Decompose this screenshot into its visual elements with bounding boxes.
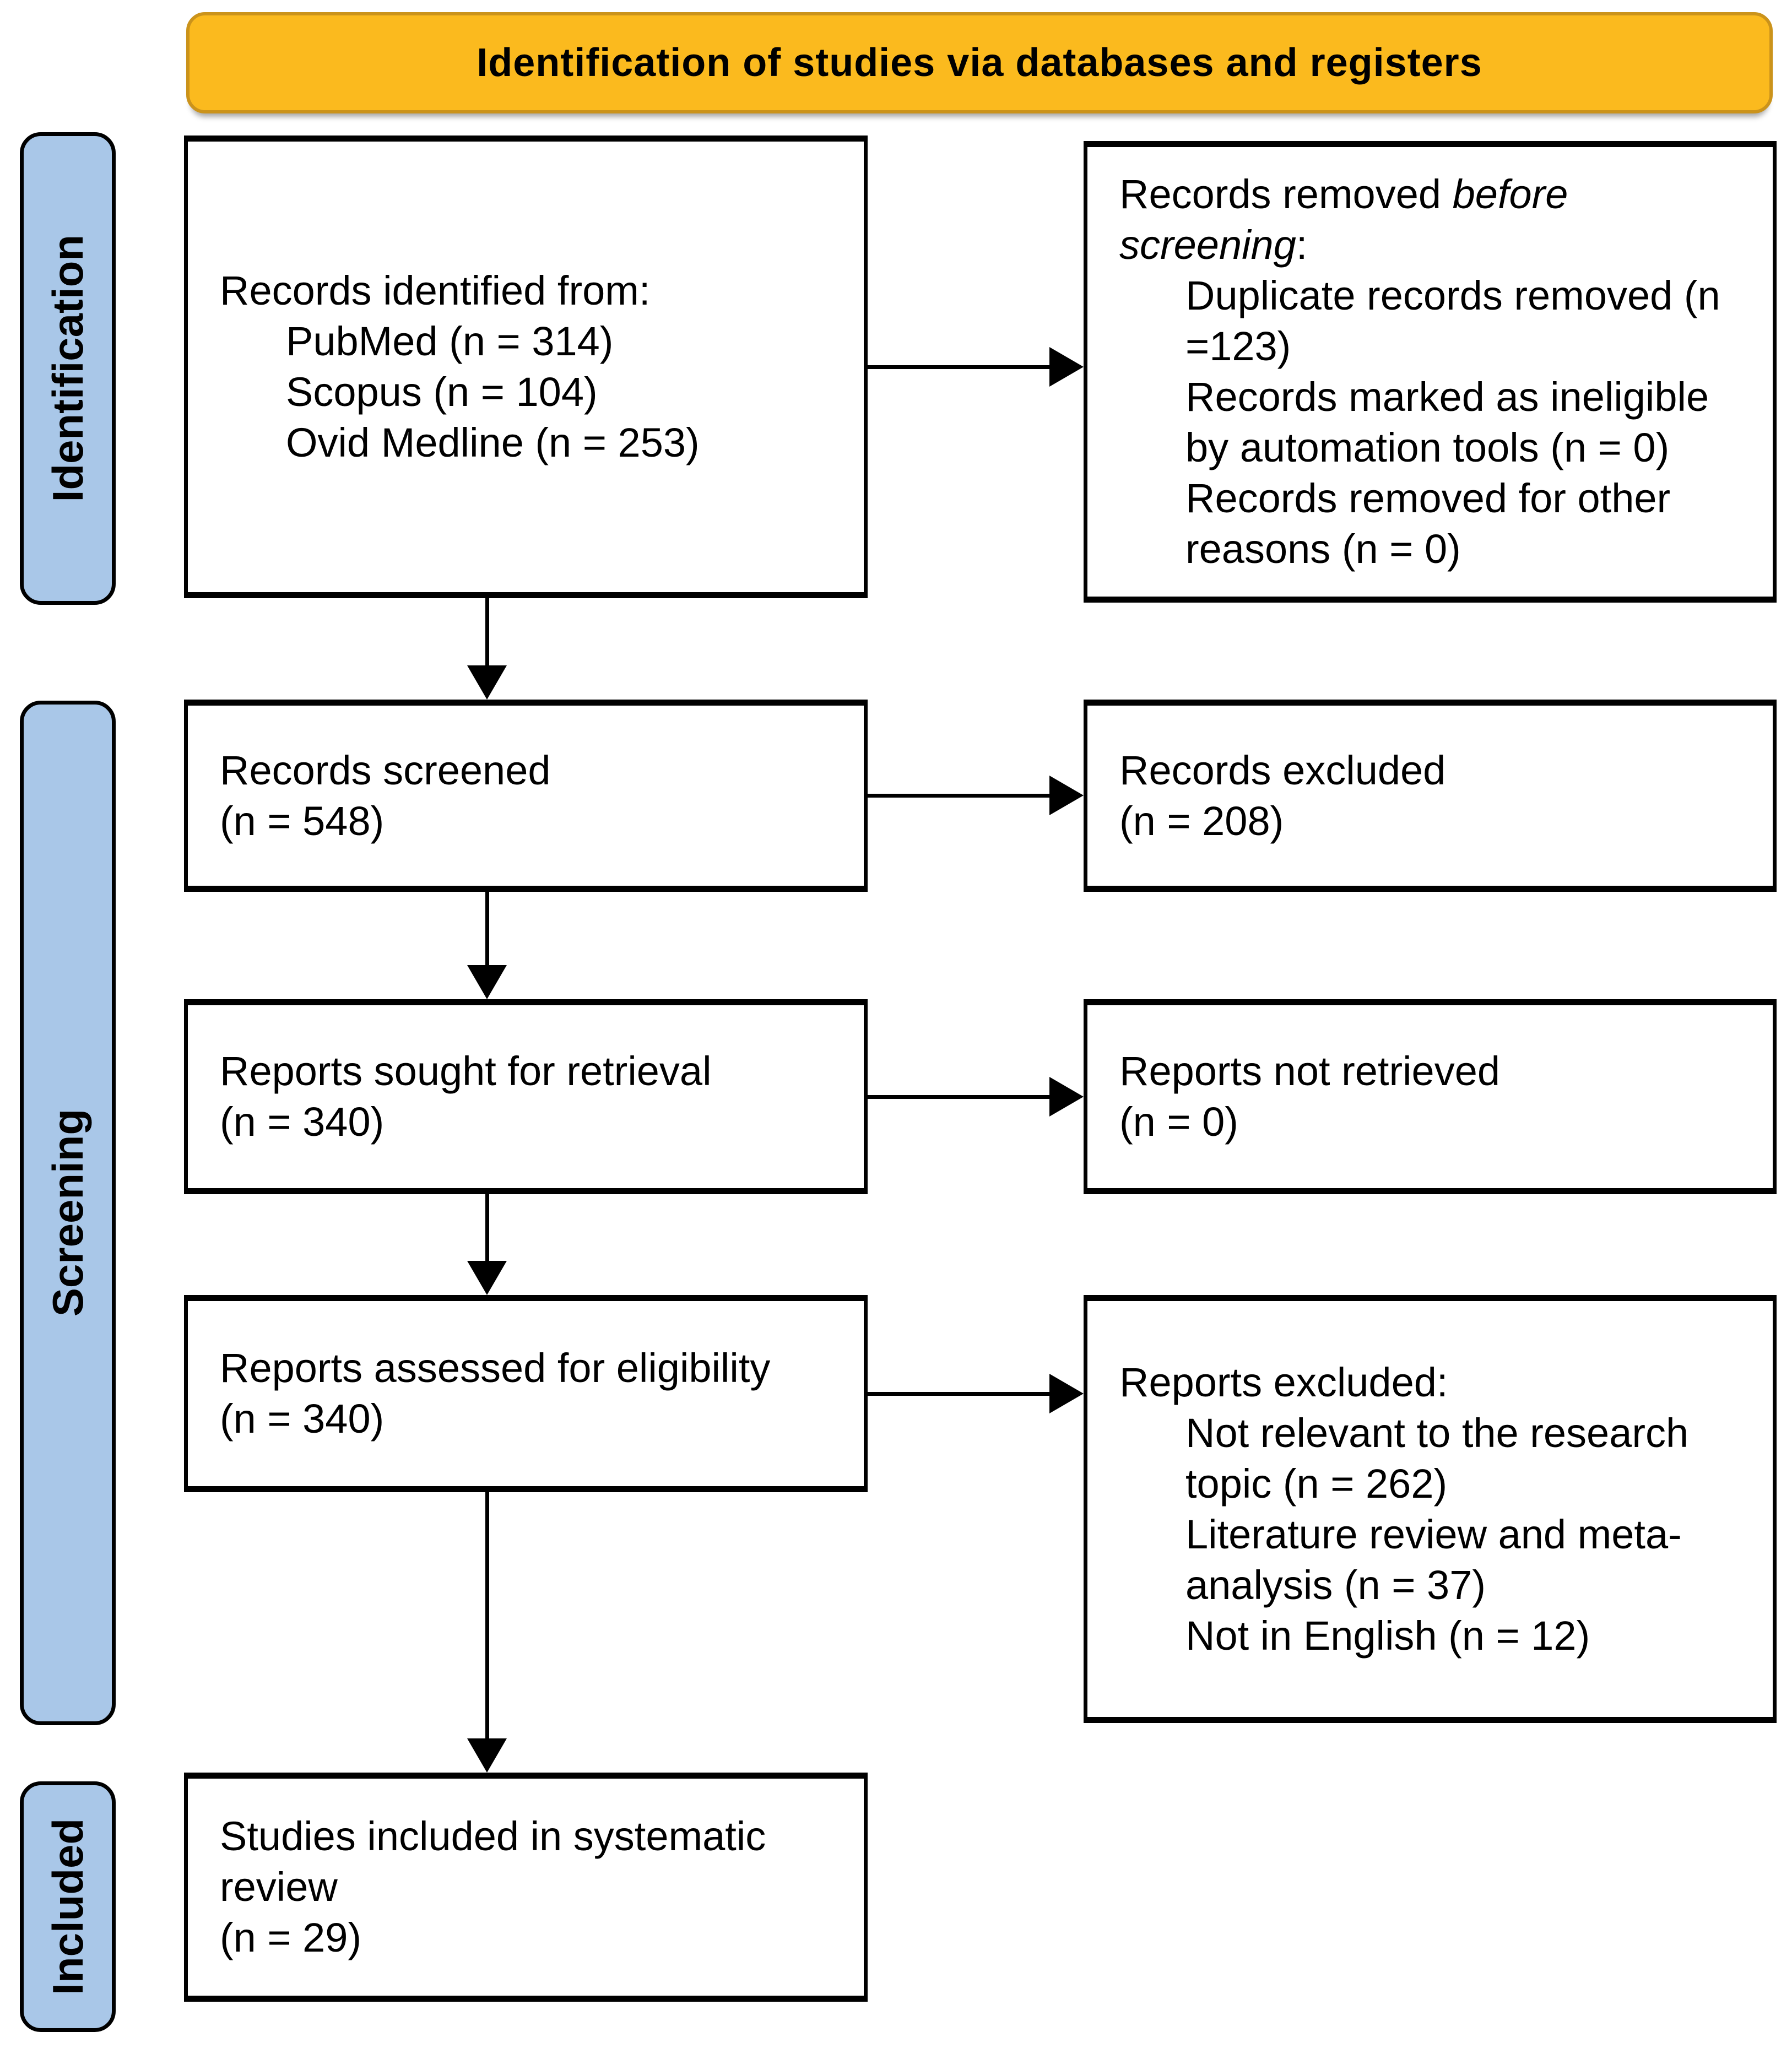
box-text-line: Scopus (n = 104) (286, 369, 598, 415)
box-reports-assessed-for-eligibility: Reports assessed for eligibility (n = 340… (184, 1295, 868, 1492)
arrow-assessed-to-included-head-icon (467, 1738, 507, 1773)
box-text-line: Records excluded (1119, 747, 1446, 793)
box-text-line: Records identified from: (220, 268, 651, 313)
box-text-line: Reports excluded: (1119, 1359, 1448, 1405)
box-text-line: review (220, 1864, 338, 1910)
box-text-line: Not relevant to the research (1185, 1410, 1689, 1456)
arrow-assessed-to-reports-excluded-head-icon (1049, 1374, 1084, 1413)
box-text-line: (n = 548) (220, 798, 385, 844)
box-text-line: Duplicate records removed (n (1185, 273, 1720, 318)
box-text-line: by automation tools (n = 0) (1185, 425, 1670, 470)
arrow-identified-to-removed-line (868, 365, 1049, 369)
box-text-line: topic (n = 262) (1185, 1460, 1448, 1507)
box-reports-not-retrieved: Reports not retrieved (n = 0) (1084, 999, 1777, 1194)
box-text-line: reasons (n = 0) (1185, 526, 1461, 572)
stage-label-screening: Screening (43, 1109, 92, 1317)
box-text-line: =123) (1185, 323, 1291, 369)
arrow-sought-to-assessed-line (485, 1194, 489, 1263)
box-text-line: Records screened (220, 747, 551, 793)
stage-bar-included: Included (20, 1781, 116, 2032)
stage-label-included: Included (43, 1818, 92, 1995)
box-text-line: Reports assessed for eligibility (220, 1345, 771, 1391)
stage-bar-screening: Screening (20, 701, 116, 1725)
box-text-line: Records removed before (1119, 171, 1568, 217)
arrow-identified-to-screened-head-icon (467, 665, 507, 700)
box-text-line: screening: (1119, 222, 1308, 268)
box-text-line: Reports sought for retrieval (220, 1048, 712, 1094)
arrow-screened-to-excluded-head-icon (1049, 776, 1084, 815)
box-text-line: analysis (n = 37) (1185, 1562, 1486, 1608)
box-text-line: Records marked as ineligible (1185, 374, 1709, 420)
arrow-sought-to-not-retrieved-head-icon (1049, 1077, 1084, 1117)
arrow-assessed-to-reports-excluded-line (868, 1392, 1049, 1396)
box-text-line: (n = 0) (1119, 1099, 1238, 1145)
stage-label-identification: Identification (43, 235, 92, 502)
arrow-assessed-to-included-line (485, 1492, 489, 1741)
arrow-sought-to-assessed-head-icon (467, 1261, 507, 1295)
title-banner-label: Identification of studies via databases … (477, 41, 1482, 85)
box-text-line: Records removed for other (1185, 475, 1671, 521)
arrow-screened-to-sought-head-icon (467, 965, 507, 999)
box-reports-sought-for-retrieval: Reports sought for retrieval (n = 340) (184, 999, 868, 1194)
arrow-identified-to-removed-head-icon (1049, 347, 1084, 387)
box-text-line: Ovid Medline (n = 253) (286, 420, 700, 465)
box-records-identified: Records identified from: PubMed (n = 314)… (184, 136, 868, 598)
arrow-identified-to-screened-line (485, 598, 489, 668)
box-records-screened: Records screened (n = 548) (184, 700, 868, 892)
arrow-screened-to-sought-line (485, 892, 489, 967)
arrow-screened-to-excluded-line (868, 794, 1049, 798)
box-studies-included: Studies included in systematic review (n =… (184, 1773, 868, 2002)
box-records-excluded: Records excluded (n = 208) (1084, 700, 1777, 892)
box-records-removed-before-screening: Records removed before screening: Duplicat… (1084, 141, 1777, 603)
box-reports-excluded: Reports excluded: Not relevant to the res… (1084, 1295, 1777, 1723)
box-text-line: (n = 208) (1119, 798, 1284, 844)
title-banner: Identification of studies via databases … (186, 12, 1773, 113)
box-text-line: (n = 29) (220, 1915, 362, 1960)
box-text-line: Not in English (n = 12) (1185, 1612, 1590, 1659)
box-text-line: Reports not retrieved (1119, 1048, 1501, 1094)
box-text-line: Literature review and meta- (1185, 1511, 1682, 1557)
arrow-sought-to-not-retrieved-line (868, 1095, 1049, 1099)
box-text-line: Studies included in systematic (220, 1813, 766, 1859)
box-text-line: (n = 340) (220, 1099, 385, 1145)
box-text-line: (n = 340) (220, 1396, 385, 1442)
box-text-line: PubMed (n = 314) (286, 318, 614, 364)
stage-bar-identification: Identification (20, 132, 116, 605)
